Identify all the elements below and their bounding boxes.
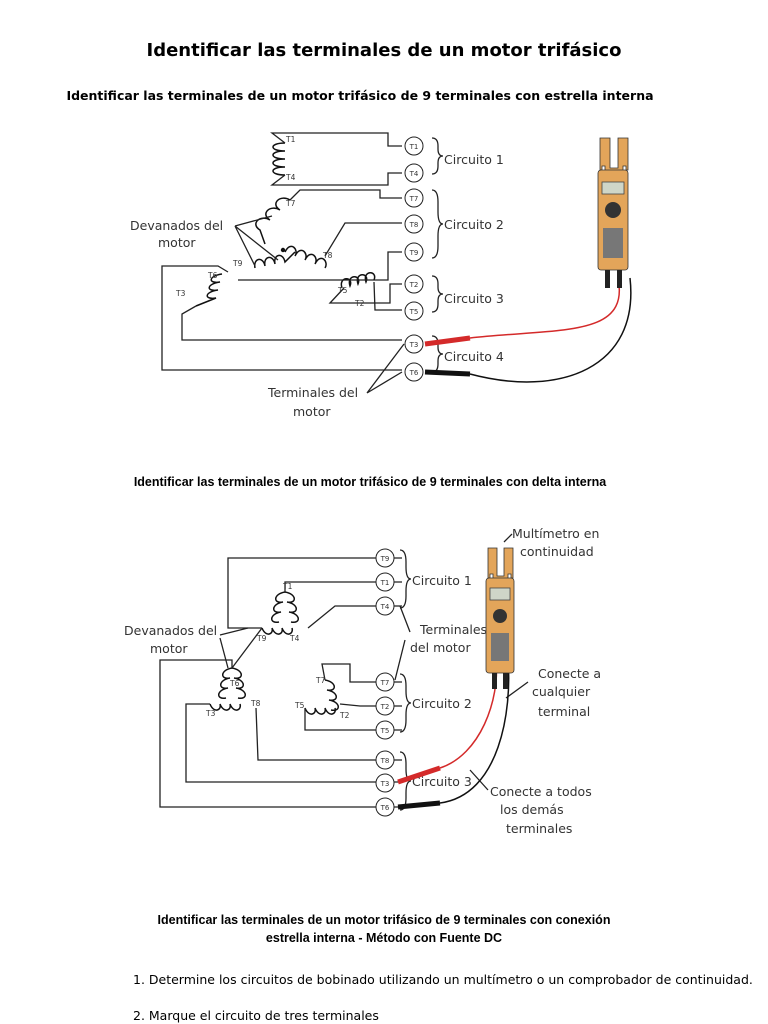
- terminal-t2: T2: [409, 281, 419, 289]
- section1-heading: Identificar las terminales de un motor t…: [66, 88, 654, 103]
- delta-coil-label-t5: T5: [294, 701, 305, 710]
- step-1: 1. Determine los circuitos de bobinado u…: [133, 972, 753, 987]
- windings-label-line2: motor: [158, 235, 196, 250]
- coil-t8: [284, 245, 327, 269]
- delta-terminal-t4: T4: [380, 603, 390, 611]
- coil-label-t2: T2: [354, 299, 365, 308]
- delta-coil-upper: [261, 591, 299, 635]
- delta-windings-label-line1: Devanados del: [124, 623, 217, 638]
- terminal-t9: T9: [409, 249, 419, 257]
- delta-terminal-t2: T2: [380, 703, 390, 711]
- coil-label-t5: T5: [337, 286, 348, 295]
- delta-circuit-2-label: Circuito 2: [412, 696, 472, 711]
- terminal-t4: T4: [409, 170, 419, 178]
- delta-terminal-t8: T8: [380, 757, 390, 765]
- delta-terminal-t3: T3: [380, 780, 390, 788]
- coil-label-t9: T9: [232, 259, 243, 268]
- circuit-1-label: Circuito 1: [444, 152, 504, 167]
- circuit-4-label: Circuito 4: [444, 349, 504, 364]
- coil-label-t8: T8: [322, 251, 333, 260]
- coil-label-t6: T6: [207, 271, 218, 280]
- star-wiring-diagram: T1 T4 T7 T8 T9 T2 T5 T3 T6 T1 T4 T7 T8 T…: [130, 132, 632, 419]
- coil-t7: [255, 197, 291, 245]
- delta-circuit-1-label: Circuito 1: [412, 573, 472, 588]
- delta-windings-label-line2: motor: [150, 641, 188, 656]
- delta-terminal-t7: T7: [380, 679, 390, 687]
- page-title: Identificar las terminales de un motor t…: [146, 40, 622, 61]
- coil-label-t3: T3: [175, 289, 186, 298]
- connect-all-label-line1: Conecte a todos: [490, 784, 592, 799]
- terminal-t8: T8: [409, 221, 419, 229]
- terminal-t1: T1: [409, 143, 419, 151]
- coil-t3-t6: [195, 273, 223, 307]
- delta-terminals-label-line1: Terminales: [419, 622, 487, 637]
- section3-heading-line1: Identificar las terminales de un motor t…: [157, 913, 611, 927]
- connect-all-label-line2: los demás: [500, 802, 564, 817]
- delta-terminal-t6: T6: [380, 804, 390, 812]
- step-2: 2. Marque el circuito de tres terminales: [133, 1008, 379, 1023]
- connect-any-label-line2: cualquier: [532, 684, 591, 699]
- delta-black-test-lead: [439, 659, 510, 804]
- terminal-circles: T1 T4 T7 T8 T9 T2 T5 T3 T6: [404, 136, 424, 382]
- delta-terminal-t9: T9: [380, 555, 390, 563]
- coil-t9: [254, 251, 296, 269]
- connect-any-label-line3: terminal: [538, 704, 590, 719]
- clamp-multimeter: [597, 137, 629, 288]
- circuit-2-label: Circuito 2: [444, 217, 504, 232]
- delta-coil-label-t9: T9: [256, 634, 267, 643]
- terminals-label-line1: Terminales del: [267, 385, 358, 400]
- connect-all-label-line3: terminales: [506, 821, 572, 836]
- delta-coil-label-t2: T2: [339, 711, 350, 720]
- terminal-t3: T3: [409, 341, 419, 349]
- delta-circuit-3-label: Circuito 3: [412, 774, 472, 789]
- delta-coil-label-t6: T6: [229, 679, 240, 688]
- multimeter-label-line1: Multímetro en: [512, 526, 599, 541]
- coil-label-t7: T7: [285, 199, 296, 208]
- delta-coil-label-t3: T3: [205, 709, 216, 718]
- terminals-label-line2: motor: [293, 404, 331, 419]
- delta-coil-right: [304, 679, 339, 715]
- delta-red-test-lead: [439, 659, 498, 769]
- coil-label-t1: T1: [285, 135, 296, 144]
- terminal-t5: T5: [409, 308, 419, 316]
- delta-terminals-label-line2: del motor: [410, 640, 471, 655]
- coil-t1-t4: [272, 142, 286, 176]
- delta-clamp-multimeter: [485, 547, 515, 689]
- section3-heading: Identificar las terminales de un motor t…: [0, 911, 768, 947]
- delta-coil-label-t1: T1: [282, 582, 293, 591]
- delta-coil-label-t8: T8: [250, 699, 261, 708]
- section3-heading-line2: estrella interna - Método con Fuente DC: [265, 931, 503, 945]
- circuit-3-label: Circuito 3: [444, 291, 504, 306]
- coil-label-t4: T4: [285, 173, 296, 182]
- delta-terminal-circles: T9 T1 T4 T7 T2 T5 T8 T3 T6: [375, 548, 395, 817]
- red-test-lead: [469, 277, 621, 339]
- connect-any-label-line1: Conecte a: [538, 666, 601, 681]
- multimeter-label-line2: continuidad: [520, 544, 594, 559]
- terminal-t7: T7: [409, 195, 419, 203]
- delta-wiring-diagram: T9 T1 T4 T7 T2 T5 T8 T3 T6 T1 T9 T4 T6 T…: [124, 526, 601, 836]
- black-test-lead: [469, 277, 632, 383]
- section2-heading: Identificar las terminales de un motor t…: [133, 475, 607, 489]
- terminal-t6: T6: [409, 369, 419, 377]
- delta-terminal-t5: T5: [380, 727, 390, 735]
- delta-coil-left: [209, 667, 246, 711]
- delta-coil-label-t4: T4: [289, 634, 300, 643]
- delta-terminal-t1: T1: [380, 579, 390, 587]
- windings-label-line1: Devanados del: [130, 218, 223, 233]
- delta-coil-label-t7: T7: [315, 676, 326, 685]
